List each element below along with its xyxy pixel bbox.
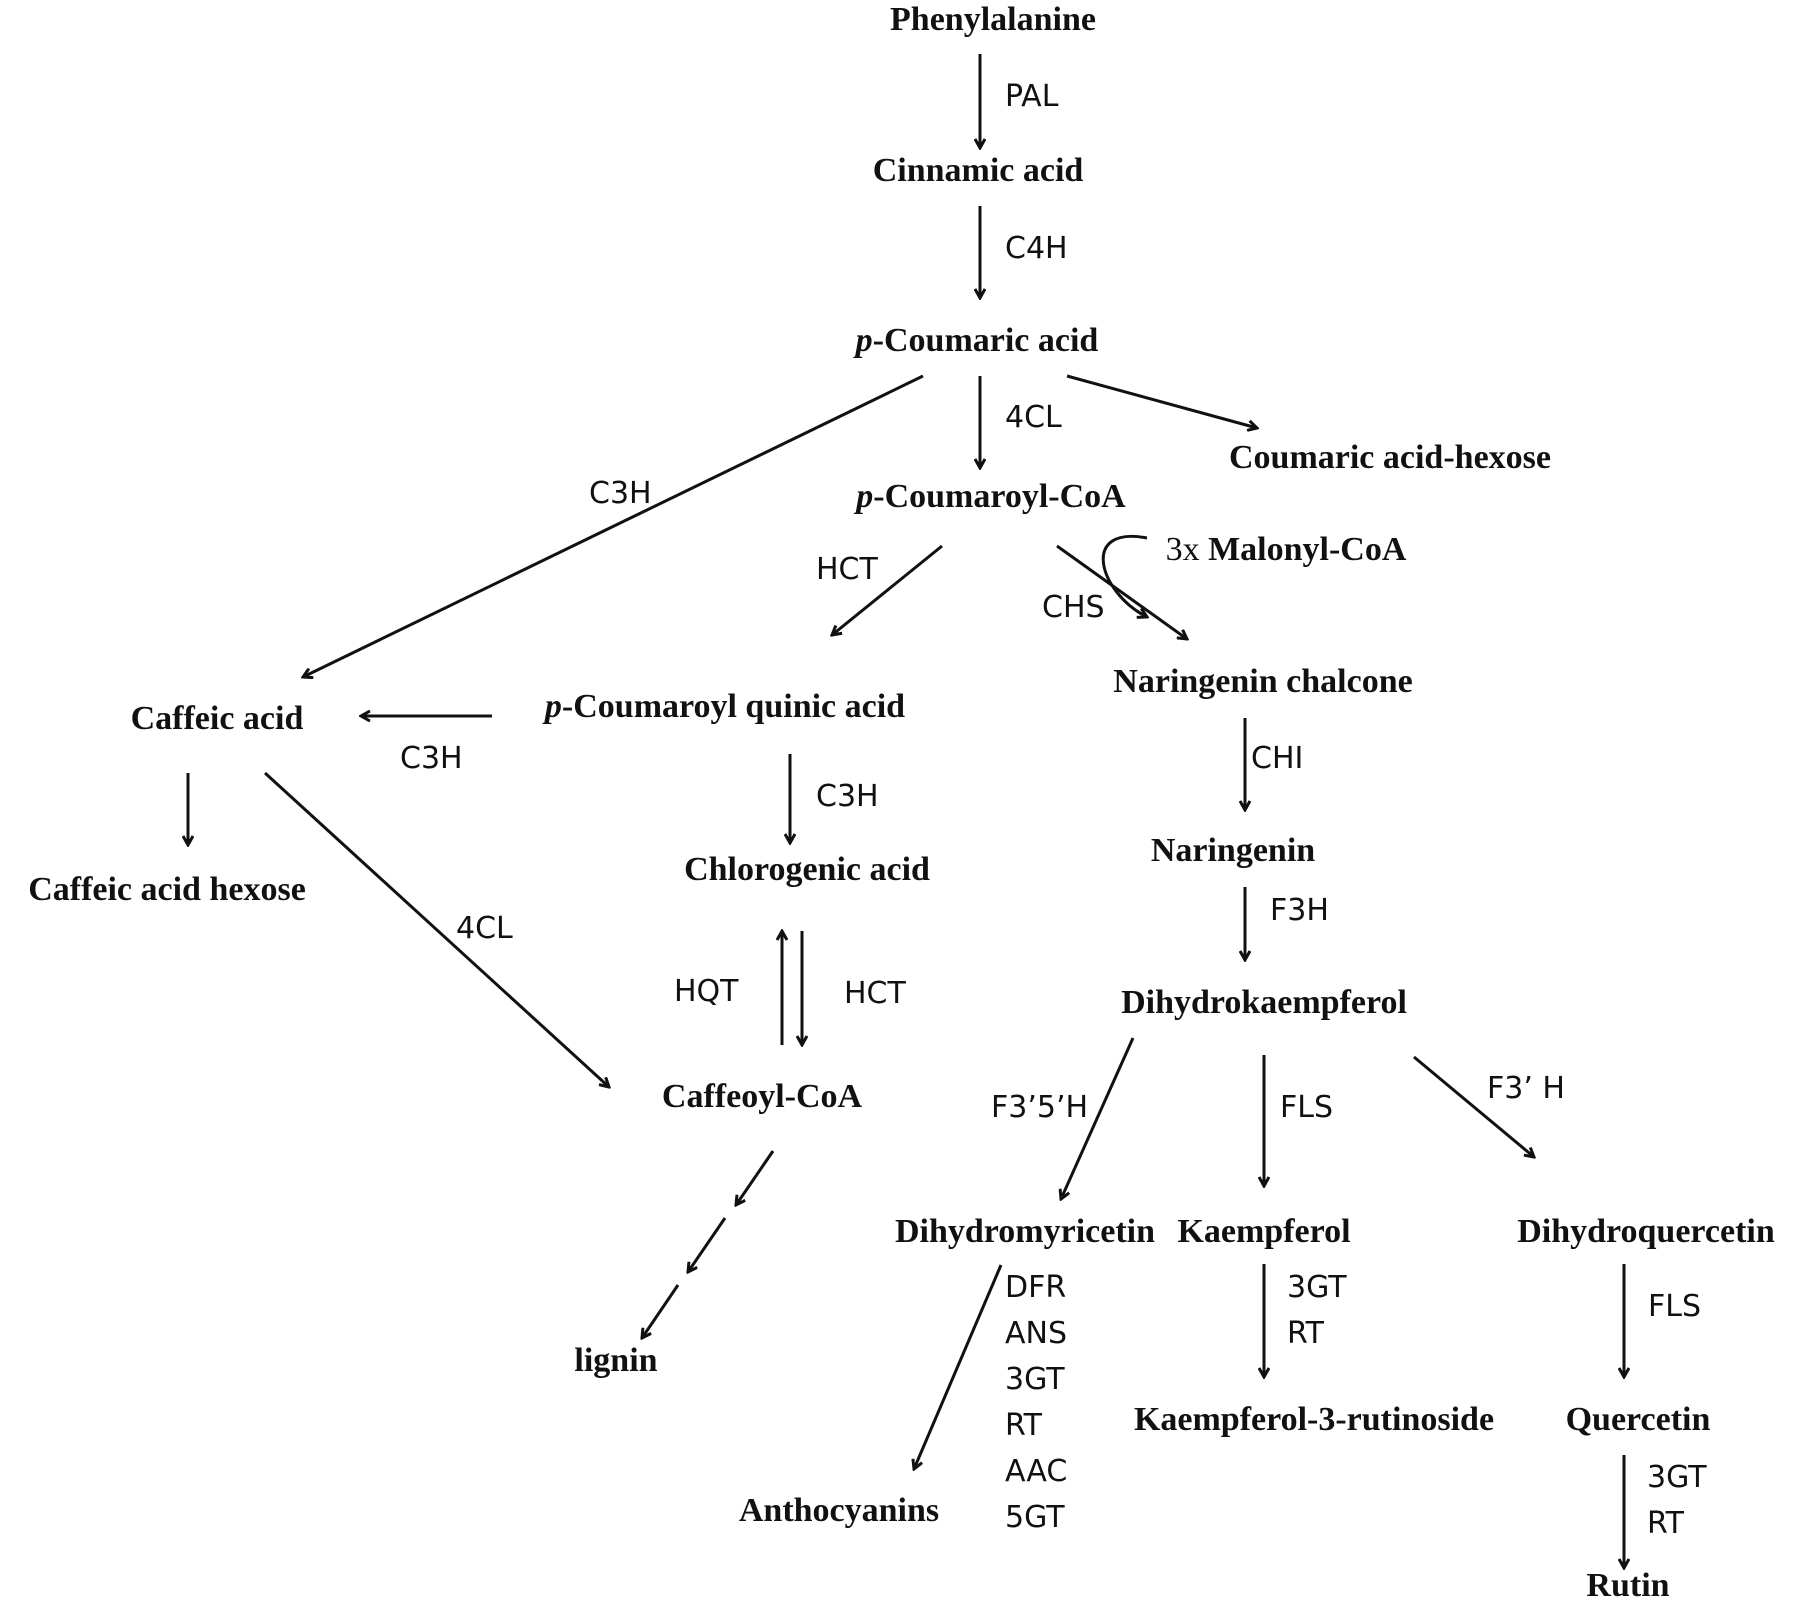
- enzyme-ans: ANS: [1005, 1316, 1067, 1351]
- arrow-coumaroyl-coa-to-quinic: [832, 544, 943, 635]
- arrow-coumaric-to-caffeic: [303, 374, 924, 677]
- arrow-dhk-to-dihydroquercetin: [1413, 1055, 1534, 1157]
- enzyme-hct-chlorogenic: HCT: [844, 976, 907, 1011]
- enzyme-rt-anthocyanin: RT: [1005, 1408, 1043, 1443]
- enzyme-rt-quercetin: RT: [1647, 1506, 1685, 1541]
- node-p-coumaric-acid-prefix: p: [853, 322, 873, 359]
- arrow-lignin-step-3: [642, 1284, 680, 1338]
- node-naringenin: Naringenin: [1151, 832, 1315, 869]
- enzyme-c4h: C4H: [1005, 231, 1068, 266]
- node-lignin: lignin: [574, 1342, 657, 1379]
- arrow-dhk-to-dihydromyricetin: [1061, 1037, 1135, 1199]
- enzyme-chi: CHI: [1251, 741, 1303, 776]
- node-p-coumaric-acid: p-Coumaric acid: [853, 322, 1099, 359]
- enzyme-fls-quercetin: FLS: [1648, 1289, 1701, 1324]
- enzyme-f35h: F3’5’H: [991, 1090, 1088, 1125]
- node-p-coumaric-acid-name: -Coumaric acid: [873, 322, 1099, 359]
- enzyme-3gt-quercetin: 3GT: [1647, 1460, 1707, 1495]
- enzyme-f3h-prime: F3’ H: [1487, 1071, 1565, 1106]
- arrow-malonyl-coa-loop: [1101, 534, 1147, 617]
- enzyme-c3h-long: C3H: [589, 476, 652, 511]
- node-chlorogenic-acid: Chlorogenic acid: [684, 851, 930, 888]
- node-malonyl-coa-prefix: 3x: [1166, 531, 1200, 568]
- node-dihydromyricetin: Dihydromyricetin: [895, 1213, 1155, 1250]
- enzyme-fls-kaempferol: FLS: [1280, 1090, 1333, 1125]
- arrow-dihydromyricetin-to-anthocyanins: [914, 1264, 1003, 1469]
- node-coumaric-acid-hexose: Coumaric acid-hexose: [1229, 439, 1551, 476]
- enzyme-hqt: HQT: [674, 974, 739, 1009]
- node-dihydroquercetin: Dihydroquercetin: [1517, 1213, 1775, 1250]
- enzyme-3gt-kaempferol: 3GT: [1287, 1270, 1347, 1305]
- enzyme-chs: CHS: [1042, 590, 1105, 625]
- node-anthocyanins: Anthocyanins: [739, 1492, 939, 1529]
- node-p-coumaroyl-quinic-acid: p-Coumaroyl quinic acid: [542, 688, 905, 725]
- enzyme-pal: PAL: [1005, 79, 1059, 114]
- enzyme-3gt-anthocyanin: 3GT: [1005, 1362, 1065, 1397]
- node-malonyl-coa-name: Malonyl-CoA: [1200, 531, 1407, 568]
- node-p-coumaroyl-coa-name: -Coumaroyl-CoA: [873, 478, 1126, 515]
- node-p-coumaroyl-quinic-acid-prefix: p: [542, 688, 562, 725]
- node-caffeic-acid-hexose: Caffeic acid hexose: [28, 871, 306, 908]
- node-caffeoyl-coa: Caffeoyl-CoA: [662, 1078, 863, 1115]
- node-rutin: Rutin: [1586, 1567, 1669, 1604]
- node-p-coumaroyl-coa-prefix: p: [853, 478, 873, 515]
- enzyme-f3h: F3H: [1270, 893, 1329, 928]
- arrow-lignin-step-1: [736, 1150, 775, 1205]
- node-quercetin: Quercetin: [1566, 1401, 1711, 1438]
- node-p-coumaroyl-coa: p-Coumaroyl-CoA: [853, 478, 1126, 515]
- node-p-coumaroyl-quinic-acid-name: -Coumaroyl quinic acid: [562, 688, 905, 725]
- node-kaempferol: Kaempferol: [1177, 1213, 1350, 1250]
- arrow-coumaric-to-coumaric-hexose: [1066, 374, 1257, 428]
- enzyme-dfr: DFR: [1005, 1270, 1066, 1305]
- enzyme-hct-quinic: HCT: [816, 552, 879, 587]
- node-cinnamic-acid: Cinnamic acid: [873, 152, 1084, 189]
- enzyme-c3h-chlorogenic: C3H: [816, 779, 879, 814]
- arrow-lignin-step-2: [688, 1217, 727, 1272]
- node-malonyl-coa: 3x Malonyl-CoA: [1166, 531, 1407, 568]
- node-caffeic-acid: Caffeic acid: [131, 700, 304, 737]
- node-phenylalanine: Phenylalanine: [890, 1, 1096, 38]
- arrow-caffeic-to-caffeoyl-coa: [263, 771, 609, 1087]
- enzyme-4cl-caffeoyl: 4CL: [456, 911, 513, 946]
- arrow-coumaroyl-coa-to-chalcone: [1056, 544, 1187, 639]
- enzyme-c3h-quinic-caffeic: C3H: [400, 741, 463, 776]
- enzyme-4cl-main: 4CL: [1005, 400, 1062, 435]
- enzyme-rt-kaempferol: RT: [1287, 1316, 1325, 1351]
- node-dihydrokaempferol: Dihydrokaempferol: [1121, 984, 1407, 1021]
- enzyme-5gt: 5GT: [1005, 1500, 1065, 1535]
- enzyme-aac: AAC: [1005, 1454, 1067, 1489]
- node-kaempferol-3-rutinoside: Kaempferol-3-rutinoside: [1134, 1401, 1494, 1438]
- node-naringenin-chalcone: Naringenin chalcone: [1113, 663, 1412, 700]
